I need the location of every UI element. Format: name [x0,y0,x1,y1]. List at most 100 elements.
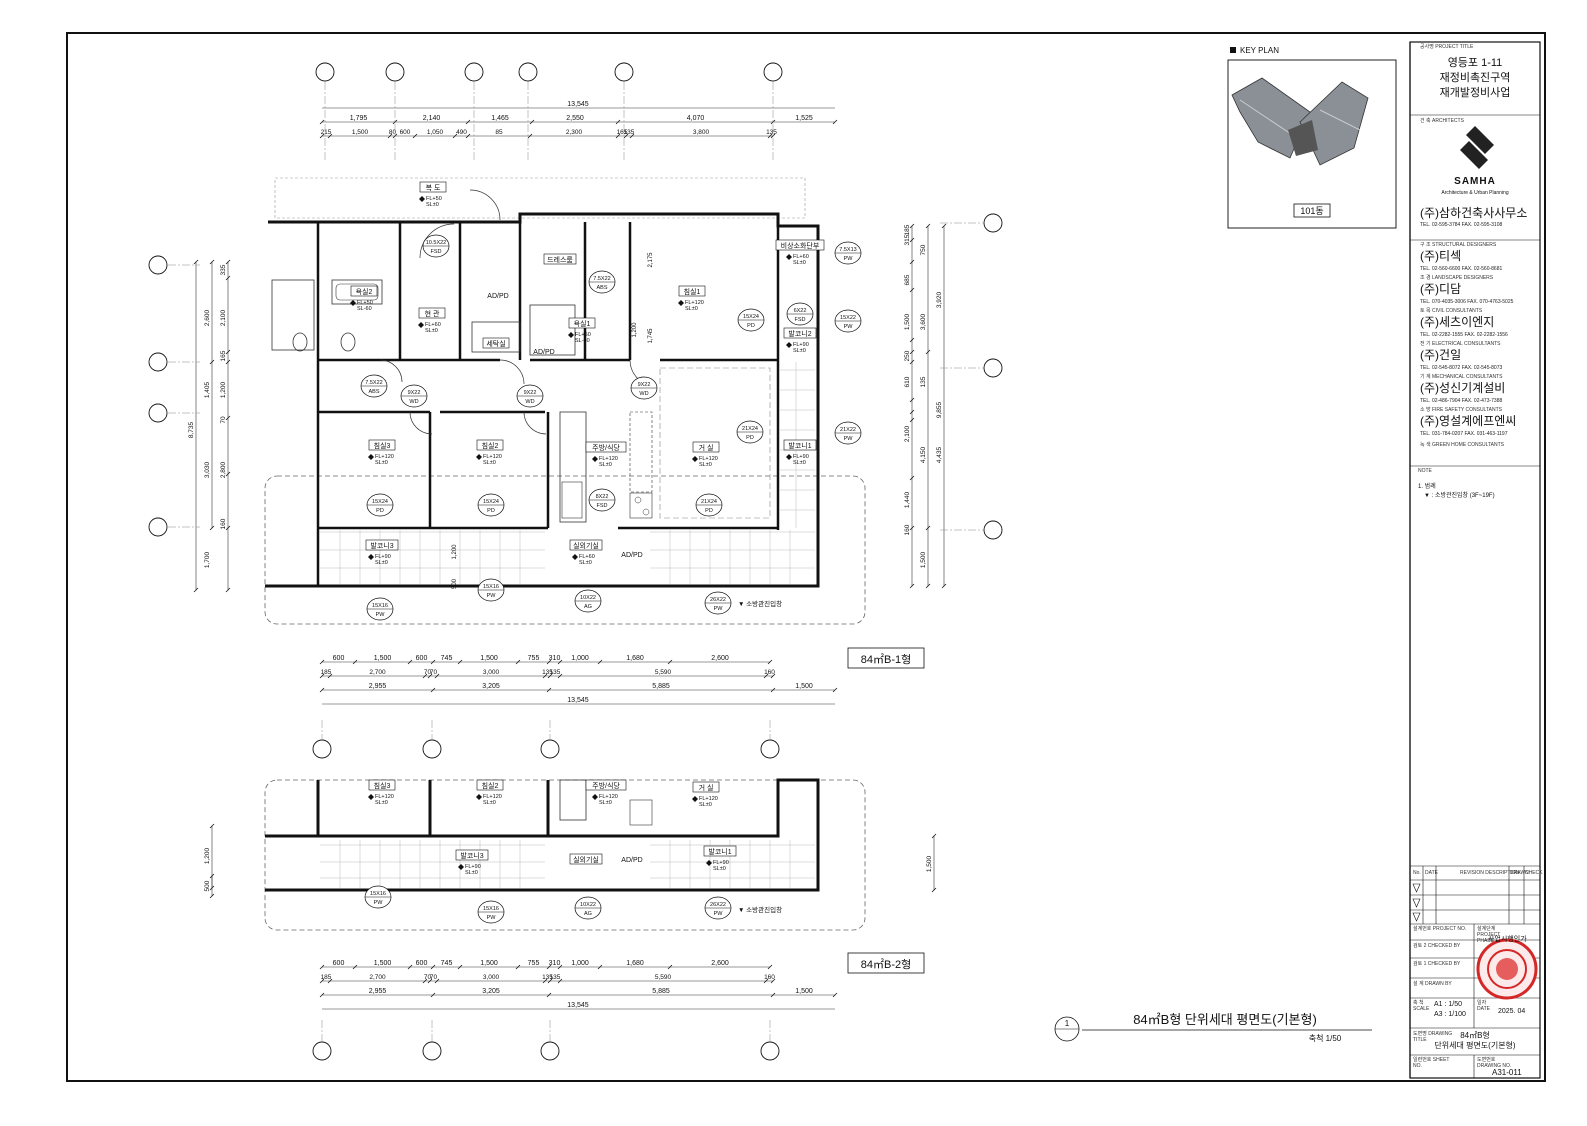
project-title: 영등포 1-11 재정비촉진구역 재개발정비사업 [1412,56,1538,101]
room-label-box [418,307,446,319]
project-line2: 재정비촉진구역 [1439,72,1511,84]
dimension-label: 2,955 [369,683,387,690]
revision-drawn: DRAWN [1510,870,1529,876]
room-label-box [476,779,504,791]
dimension-label: 5,885 [652,988,670,995]
slab-level: SL±0 [793,348,806,354]
dimension-label: 1,500 [480,960,498,967]
room-label-box [455,849,489,861]
consultant-name: (주)건일 [1420,348,1462,362]
floor-level: FL+120 [599,794,618,800]
dimension-label: 1,500 [795,988,813,995]
ad-pd-label: AD/PD [621,857,642,864]
window-tag-size: 7.5X22 [593,276,610,282]
consultant-caption: 소 방 FIRE SAFETY CONSULTANTS [1420,407,1502,413]
project-caption: 공사명 PROJECT TITLE [1420,44,1474,50]
drawing-no: A31-011 [1492,1068,1522,1077]
slab-level: SL±0 [599,462,612,468]
level-marker-icon [568,332,574,338]
slab-level: SL±0 [483,800,496,806]
dimension-label: 165 [220,350,227,361]
slab-level: SL±0 [483,460,496,466]
window-tag-type: PW [844,256,854,262]
floor-level: FL+120 [599,456,618,462]
sheet-no-label: 일련번호 SHEET NO. [1413,1057,1450,1069]
dimension-label: 70 [430,974,438,981]
dimension-label: 3,205 [482,683,500,690]
sheet-border [66,32,1546,1082]
window-tag-size: 15X24 [372,499,388,505]
grid-bubble-icon [614,62,634,82]
room-label-box [585,779,627,791]
ad-pd-label: AD/PD [621,552,642,559]
consultant-tel: TEL. 031-784-0207 FAX. 031-463-1197 [1420,431,1508,437]
dimension-label: 1,465 [491,115,509,122]
dimension-label: 600 [400,129,411,136]
dimension-label: 1,200 [220,381,227,398]
room-label-box [678,285,706,297]
revision-description: REVISION DESCRIPTION [1460,870,1520,876]
consultant-tel: TEL. 02-2282-1555 FAX. 02-2282-1556 [1420,332,1508,338]
window-tag-size: 15X16 [483,584,499,590]
level-marker-icon [692,456,698,462]
consultant-tel: TEL. 02-486-7904 FAX. 02-473-7388 [1420,398,1503,404]
window-tag-size: 7.5X13 [839,247,856,253]
key-plan-building: 101동 [1300,206,1323,216]
room-name: 세탁실 [486,339,505,348]
grid-bubble-icon [540,739,560,759]
consultant-name: (주)티섹 [1420,249,1462,263]
grid-bubble-icon [464,62,484,82]
dimension-label: 745 [441,960,453,967]
dimension-label: 1,200 [204,847,211,864]
level-marker-icon [692,796,698,802]
dimension-label: 250 [904,350,911,361]
window-tag-size: 10X22 [580,595,596,601]
room-name: 비상소화단부 [781,241,820,250]
drawing-title-label: 도면명 DRAWING TITLE [1413,1031,1453,1043]
architect-logo-text: SAMHA [1454,176,1496,187]
window-tag-type: PD [376,508,384,514]
room-label-box [783,327,817,339]
room-label-box [585,441,627,453]
dimension-label: 500 [452,578,458,589]
dimension-label: 1,680 [626,960,644,967]
room-name: 실외기실 [573,855,599,864]
window-tag-size: 8X22 [596,494,609,500]
dimension-label: 3,800 [693,129,710,136]
grid-bubble-icon [148,403,168,423]
slab-level: SL±0 [579,560,592,566]
dimension-label: 135 [550,669,561,676]
floor-level: FL+120 [375,454,394,460]
slab-level: SL±0 [375,460,388,466]
dimension-label: 215 [321,129,332,136]
dimension-label: 9,855 [936,401,943,418]
level-marker-icon [592,456,598,462]
dimension-label: 1,680 [626,655,644,662]
dimension-total-top: 13,545 [567,101,589,108]
floor-level: FL+120 [699,456,718,462]
window-tag-size: 15X22 [840,315,856,321]
slab-level: SL±0 [465,870,478,876]
dimension-label: 185 [904,224,911,235]
fire-access-label: ▼ 소방관진입창 [738,599,782,608]
grid-bubble-icon [385,62,405,82]
architect-tel: TEL. 02-595-3784 FAX. 02-595-3108 [1420,222,1503,228]
consultant-caption: 구 조 STRUCTURAL DESIGNERS [1420,242,1497,248]
consultant-name: (주)디담 [1420,282,1462,296]
room-label-box [482,337,510,349]
dimension-label: 70 [430,669,438,676]
consultant-caption: 전 기 ELECTRICAL CONSULTANTS [1420,341,1501,347]
window-tag-type: PW [374,900,384,906]
floor-level: FL+90 [793,342,809,348]
dimension-label: 3,205 [482,988,500,995]
title-block-drawing-title: 84㎡B형 단위세대 평면도(기본형) [1412,1031,1538,1051]
window-tag-size: 15X24 [743,314,759,320]
room-name: 거 실 [699,783,714,792]
type-label-2: 84㎡B-2형 [861,958,911,971]
room-label-box [350,285,378,297]
revision-date: DATE [1425,870,1438,876]
room-label-box [783,439,817,451]
dimension-label: 1,000 [571,655,589,662]
